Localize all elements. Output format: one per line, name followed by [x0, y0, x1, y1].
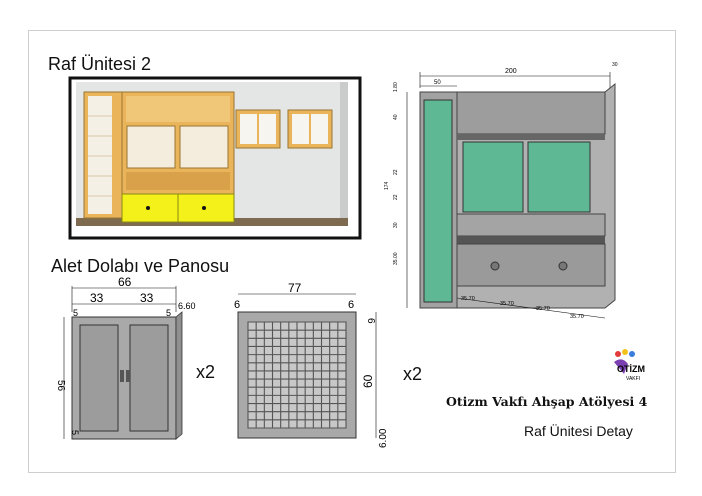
dim-h3: 22 — [393, 169, 399, 175]
wall-cabinet-left-door-a — [240, 114, 257, 144]
sheet-frame — [28, 30, 676, 473]
wall-cabinet-right-door-a — [292, 114, 309, 144]
dim-depth: 30 — [612, 62, 618, 68]
dim-bottom-3: 35.70 — [536, 306, 550, 312]
upper-shelf-bay — [456, 91, 606, 135]
drawer-knob-2 — [558, 261, 568, 271]
dim-cab-depth: 6.60 — [178, 301, 196, 311]
shelf-board — [457, 134, 605, 140]
logo-name: OTİZM — [617, 364, 645, 374]
dim-total-height: 174 — [384, 181, 390, 190]
cabinet-side — [175, 311, 183, 440]
glass-door-left — [462, 141, 524, 213]
cabinet-door-right — [129, 324, 169, 432]
dim-bottom-1: 35.70 — [461, 296, 475, 302]
panel-multiplier: x2 — [403, 364, 423, 384]
dim-panel-top: 6 — [365, 318, 376, 324]
shelf-unit-drawing: 200 30 50 1.80 40 22 174 22 30 35.00 35.… — [384, 62, 618, 320]
dim-total-width: 200 — [505, 68, 517, 75]
tool-cabinet-title: Alet Dolabı ve Panosu — [51, 256, 230, 276]
dim-bottom-2: 35.70 — [500, 301, 514, 307]
dim-panel-total: 77 — [288, 281, 302, 295]
glass-door-right — [527, 141, 591, 213]
right-mesh-door — [179, 125, 229, 169]
pegboard-grid — [247, 321, 347, 429]
door-handle-right — [126, 370, 130, 382]
door-handle-left — [120, 370, 124, 382]
dim-h5: 30 — [393, 222, 399, 228]
wall-corner — [340, 82, 348, 225]
shelf-unit-render — [68, 76, 362, 240]
dim-panel-left: 6 — [234, 299, 240, 311]
dim-h6: 35.00 — [393, 252, 399, 265]
cabinet-door-left — [79, 324, 119, 432]
dim-panel-height: 60 — [361, 374, 375, 388]
drawer-knob-left — [146, 206, 150, 210]
wall-cabinet-right-door-b — [311, 114, 328, 144]
wall-cabinet-left-door-b — [259, 114, 276, 144]
dim-panel-bottom: 6.00 — [378, 428, 389, 448]
lower-shelf — [457, 236, 605, 244]
workshop-caption: Otizm Vakfı Ahşap Atölyesi 4 — [446, 394, 648, 409]
dim-cab-total: 66 — [118, 275, 132, 289]
dim-column-width: 50 — [434, 80, 441, 86]
cabinet-multiplier: x2 — [196, 362, 216, 382]
otizm-vakfi-logo: OTİZM VAKFI — [614, 349, 645, 382]
tall-column-glass-door — [423, 99, 453, 303]
dim-bottom-4: 35.70 — [570, 314, 584, 320]
dim-h1: 1.80 — [393, 82, 399, 92]
dim-cab-right: 33 — [140, 291, 154, 305]
dim-cab-height: 56 — [55, 380, 66, 392]
left-mesh-door — [126, 125, 176, 169]
dim-h2: 40 — [393, 114, 399, 120]
dim-cab-border-bottom: 5 — [70, 430, 80, 435]
top-shelf — [126, 96, 230, 122]
dim-cab-border-tl: 5 — [73, 308, 78, 318]
tool-panel-drawing: 77 6 6 6 60 6.00 — [234, 281, 389, 448]
tool-cabinet-drawing: 66 33 33 6.60 5 5 56 5 — [55, 275, 196, 440]
dim-h4: 22 — [393, 194, 399, 200]
dim-panel-right: 6 — [348, 299, 354, 311]
dim-cab-border-tr: 5 — [166, 308, 171, 318]
detail-caption: Raf Ünitesi Detay — [524, 423, 633, 439]
logo-sub: VAKFI — [626, 376, 640, 382]
dim-cab-left: 33 — [90, 291, 104, 305]
bottom-drawers — [456, 243, 606, 287]
middle-shelf — [126, 172, 230, 190]
shelf-unit-title: Raf Ünitesi 2 — [48, 54, 152, 74]
drawer-knob-1 — [490, 261, 500, 271]
open-niche — [456, 213, 606, 237]
drawer-knob-right — [202, 206, 206, 210]
